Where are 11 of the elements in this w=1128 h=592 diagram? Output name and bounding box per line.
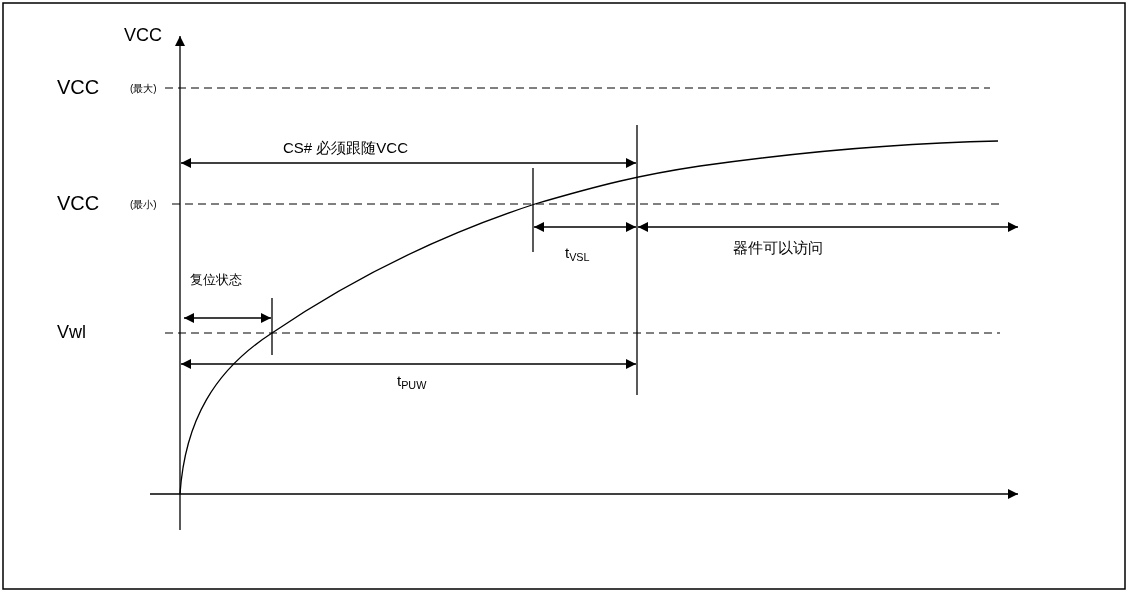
- level-qualifier: (最小): [130, 199, 157, 210]
- dimension-label: 复位状态: [190, 273, 242, 288]
- axis-label: VCC: [124, 26, 162, 46]
- level-qualifier: (最大): [130, 83, 157, 94]
- level-label: VCC: [57, 192, 100, 214]
- dimension-label: 器件可以访问: [733, 240, 823, 257]
- dimension-label: CS# 必须跟随VCC: [283, 140, 409, 157]
- dimension-label: t$_{VSL}$: [565, 245, 590, 264]
- dimension-label: t$_{PUW}$: [397, 373, 427, 392]
- level-label: VCC: [57, 76, 100, 98]
- level-label: Vwl: [57, 323, 86, 343]
